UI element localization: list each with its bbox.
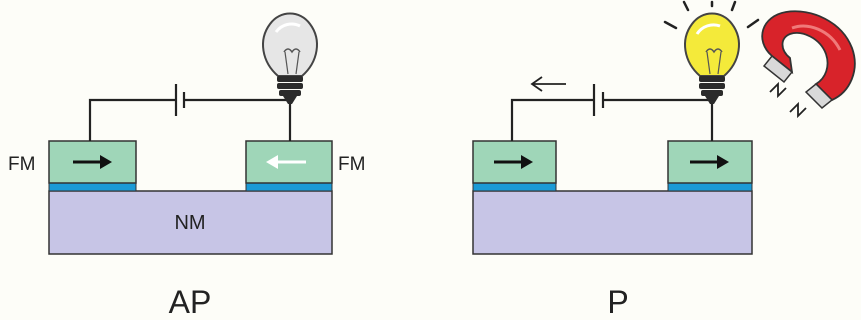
lightbulb-on-icon: [663, 0, 760, 104]
p-wire-left: [510, 98, 594, 141]
arrow-right-icon: [690, 155, 729, 169]
ap-wire-left: [88, 98, 176, 141]
ap-wire-right: [184, 98, 292, 141]
ap-nm-substrate: [48, 190, 333, 255]
ap-fm-right-label: FM: [338, 154, 365, 175]
arrow-right-icon: [73, 155, 112, 169]
battery-icon: [174, 84, 186, 116]
p-interface-right: [667, 182, 753, 192]
p-wire-right: [603, 98, 714, 141]
arrow-left-icon: [266, 155, 306, 169]
horseshoe-magnet-icon: [761, 10, 856, 119]
ap-panel: FM FM NM AP: [8, 12, 365, 320]
ap-interface-right: [245, 182, 333, 192]
p-interface-left: [472, 182, 557, 192]
ap-interface-left: [48, 182, 137, 192]
p-panel: P: [472, 0, 856, 320]
arrow-right-icon: [494, 155, 533, 169]
current-arrow-left-icon: [530, 76, 566, 92]
p-fm-left-block: [472, 140, 557, 184]
ap-nm-label: NM: [174, 212, 205, 234]
ap-fm-left-label: FM: [8, 154, 35, 175]
p-nm-substrate: [472, 190, 753, 255]
battery-icon: [592, 84, 605, 116]
p-caption: P: [607, 284, 628, 320]
ap-caption: AP: [169, 284, 212, 320]
lightbulb-off-icon: [262, 12, 318, 104]
